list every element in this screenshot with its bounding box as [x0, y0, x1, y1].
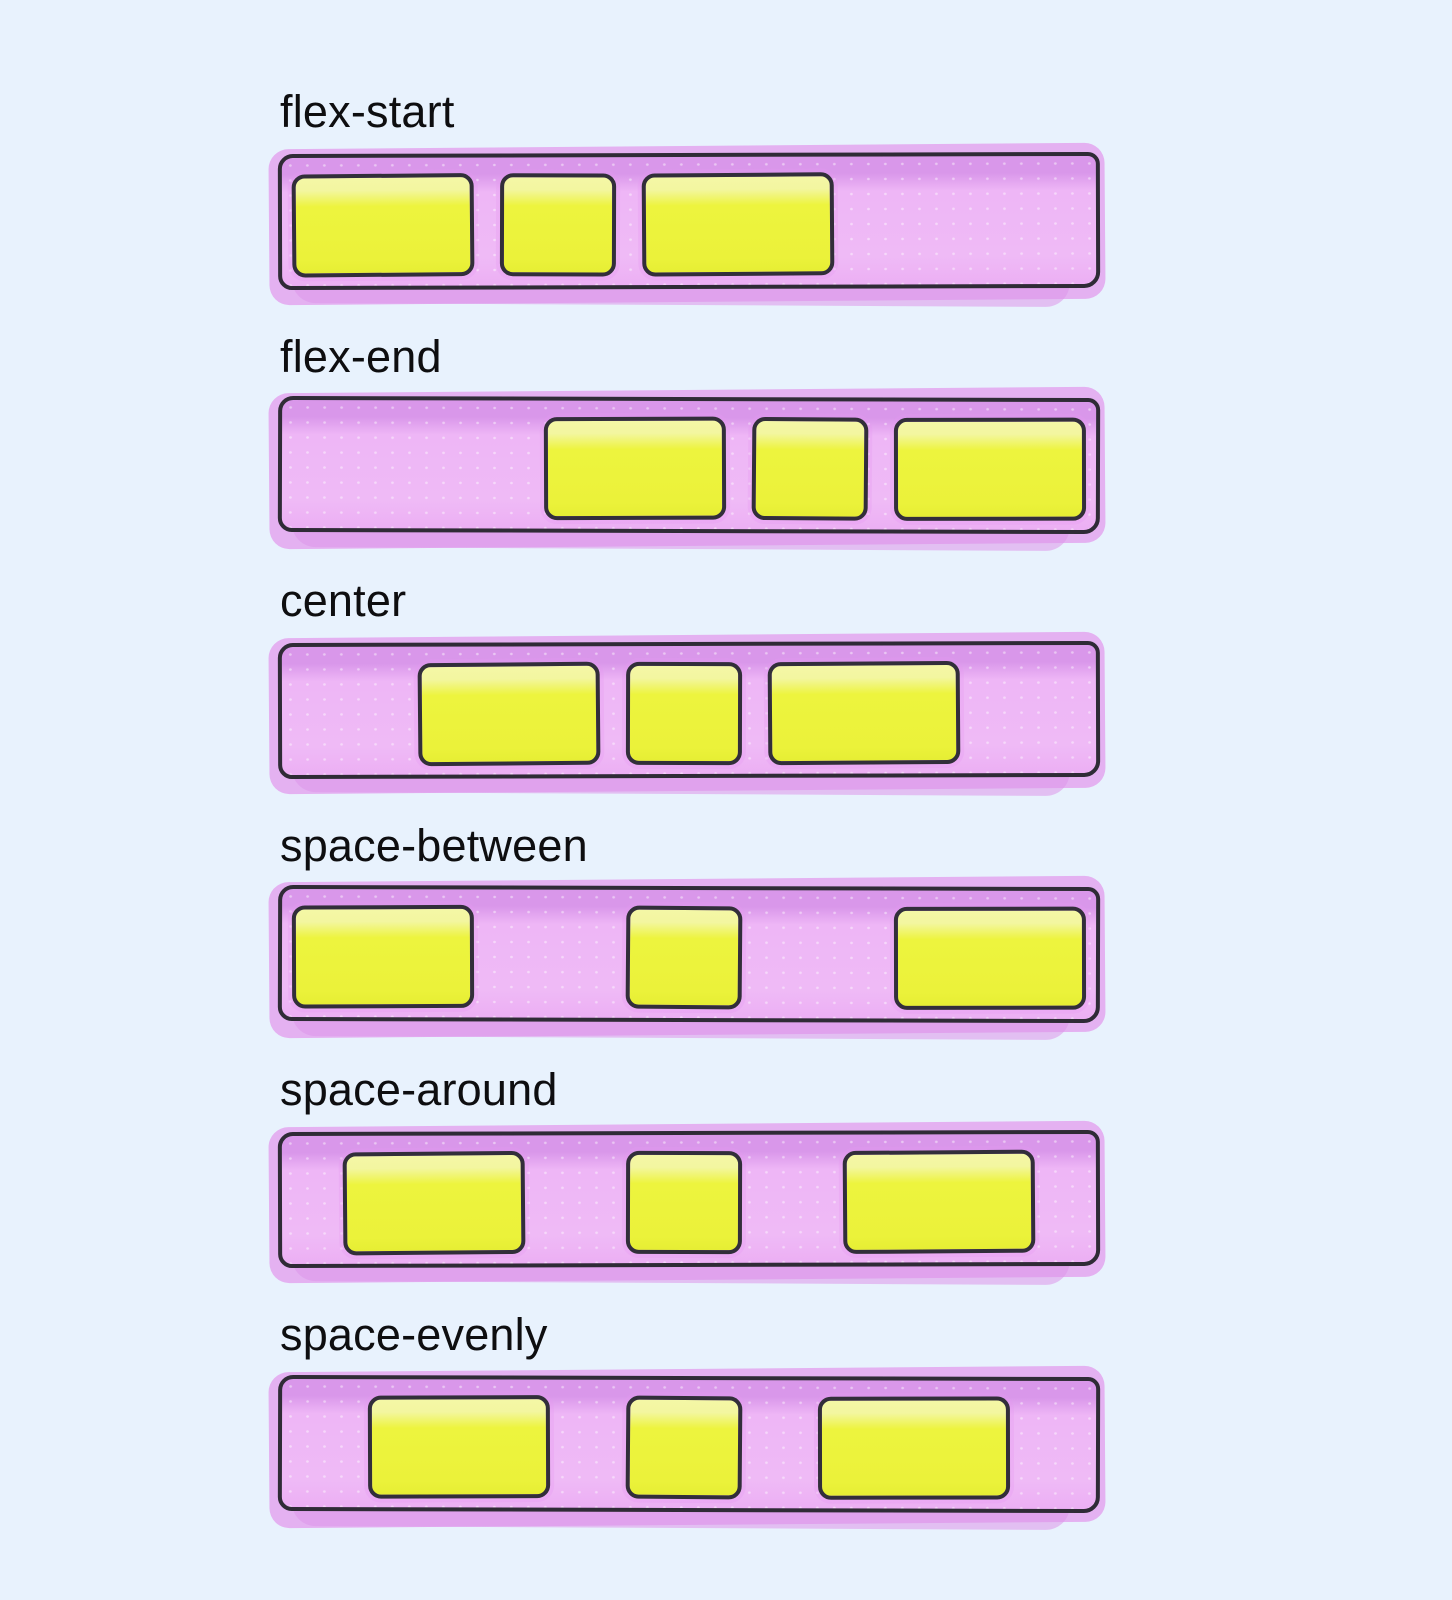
- flex-item: [543, 416, 727, 520]
- flex-item: [625, 661, 743, 765]
- flex-item: [291, 904, 475, 1009]
- flex-container: [277, 151, 1101, 290]
- flex-item: [625, 1394, 743, 1499]
- flex-item: [842, 1149, 1036, 1254]
- flex-container-wrap: [277, 396, 1101, 535]
- flex-container-wrap: [277, 1129, 1101, 1269]
- flex-container: [277, 640, 1101, 779]
- flex-item: [625, 1150, 743, 1254]
- flex-item: [342, 1150, 526, 1255]
- row-space-around: space-around: [277, 1064, 1101, 1269]
- row-label: space-evenly: [280, 1308, 548, 1360]
- row-flex-end: flex-end: [277, 330, 1101, 535]
- flex-container-wrap: [277, 151, 1101, 290]
- row-label: flex-start: [280, 86, 455, 137]
- flex-item: [499, 172, 617, 276]
- row-flex-start: flex-start: [277, 86, 1101, 290]
- flex-container: [277, 1129, 1101, 1269]
- row-label: flex-end: [280, 330, 442, 382]
- flexbox-justify-diagram: flex-start flex-end center: [0, 0, 1100, 1512]
- flex-item: [641, 171, 835, 276]
- flex-container: [277, 885, 1101, 1024]
- flex-container-wrap: [277, 885, 1101, 1024]
- flex-container: [277, 1374, 1101, 1513]
- flex-item: [367, 1394, 551, 1498]
- flex-item: [291, 172, 475, 277]
- flex-item: [893, 906, 1087, 1010]
- row-space-evenly: space-evenly: [277, 1308, 1101, 1513]
- flex-item: [625, 905, 743, 1010]
- flex-item: [817, 1395, 1011, 1499]
- flex-item: [751, 416, 869, 521]
- flex-item: [417, 660, 601, 766]
- row-label: center: [280, 575, 407, 627]
- flex-container-wrap: [277, 1374, 1101, 1513]
- flex-container-wrap: [277, 640, 1101, 779]
- row-center: center: [277, 575, 1101, 779]
- row-label: space-around: [280, 1064, 558, 1116]
- flex-container: [277, 396, 1101, 535]
- row-label: space-between: [280, 819, 588, 871]
- flex-item: [767, 660, 961, 765]
- row-space-between: space-between: [277, 819, 1101, 1024]
- flex-item: [893, 417, 1087, 521]
